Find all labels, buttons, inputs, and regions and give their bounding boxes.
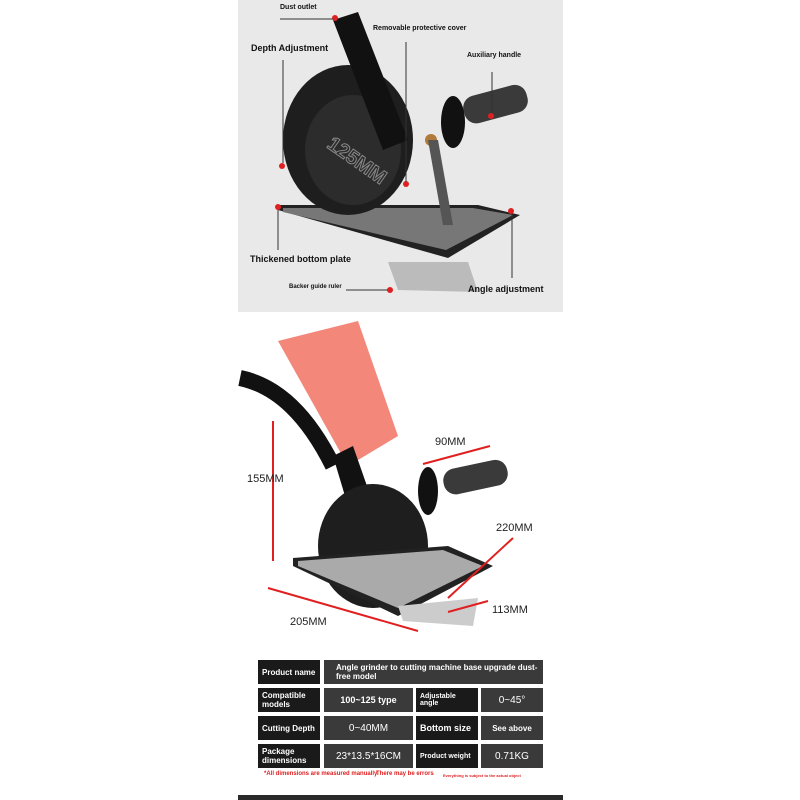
spec-label-models: Compatible models <box>258 688 320 712</box>
dimension-width: 113MM <box>492 604 528 616</box>
callout-bottom-plate: Thickened bottom plate <box>250 254 352 264</box>
bottom-divider <box>238 795 563 800</box>
spec-label-package: Package dimensions <box>258 744 320 768</box>
callout-depth-adjustment: Depth Adjustment <box>251 43 329 53</box>
grinder-with-base-illustration <box>238 321 514 632</box>
callout-angle-adjustment: Angle adjustment <box>468 284 544 294</box>
callout-protective-cover: Removable protective cover <box>373 25 467 32</box>
spec-package: 23*13.5*16CM <box>324 744 413 768</box>
callout-guide-ruler: Backer guide ruler <box>289 284 342 290</box>
callout-dust-outlet: Dust outlet <box>280 4 317 11</box>
feature-callout-panel: 125MM Dust outlet Removable protective c… <box>238 0 563 312</box>
spec-angle: 0~45° <box>481 688 543 712</box>
callout-auxiliary-handle: Auxiliary handle <box>467 52 522 59</box>
spec-weight: 0.71KG <box>481 744 543 768</box>
dimension-panel: 155MM 90MM 220MM 113MM 205MM <box>238 316 563 652</box>
spec-label-weight: Product weight <box>416 744 478 768</box>
dimension-handle: 90MM <box>435 436 466 448</box>
note-errors: There may be errors <box>376 771 434 777</box>
spec-label-depth: Cutting Depth <box>258 716 320 740</box>
dimension-depth: 205MM <box>290 616 327 628</box>
cutting-base-illustration: 125MM <box>275 12 528 293</box>
spec-label-bottom: Bottom size <box>416 716 478 740</box>
spec-label-angle: Adjustable angle <box>416 688 478 712</box>
note-actual-object: Everything is subject to the actual obje… <box>443 773 521 778</box>
dimension-length: 220MM <box>496 522 533 534</box>
spec-bottom: See above <box>481 716 543 740</box>
spec-label-product-name: Product name <box>258 660 320 684</box>
note-measured: *All dimensions are measured manually <box>264 771 378 777</box>
spec-depth: 0~40MM <box>324 716 413 740</box>
spec-product-name: Angle grinder to cutting machine base up… <box>324 660 543 684</box>
spec-models: 100~125 type <box>324 688 413 712</box>
dimension-height: 155MM <box>247 473 284 485</box>
